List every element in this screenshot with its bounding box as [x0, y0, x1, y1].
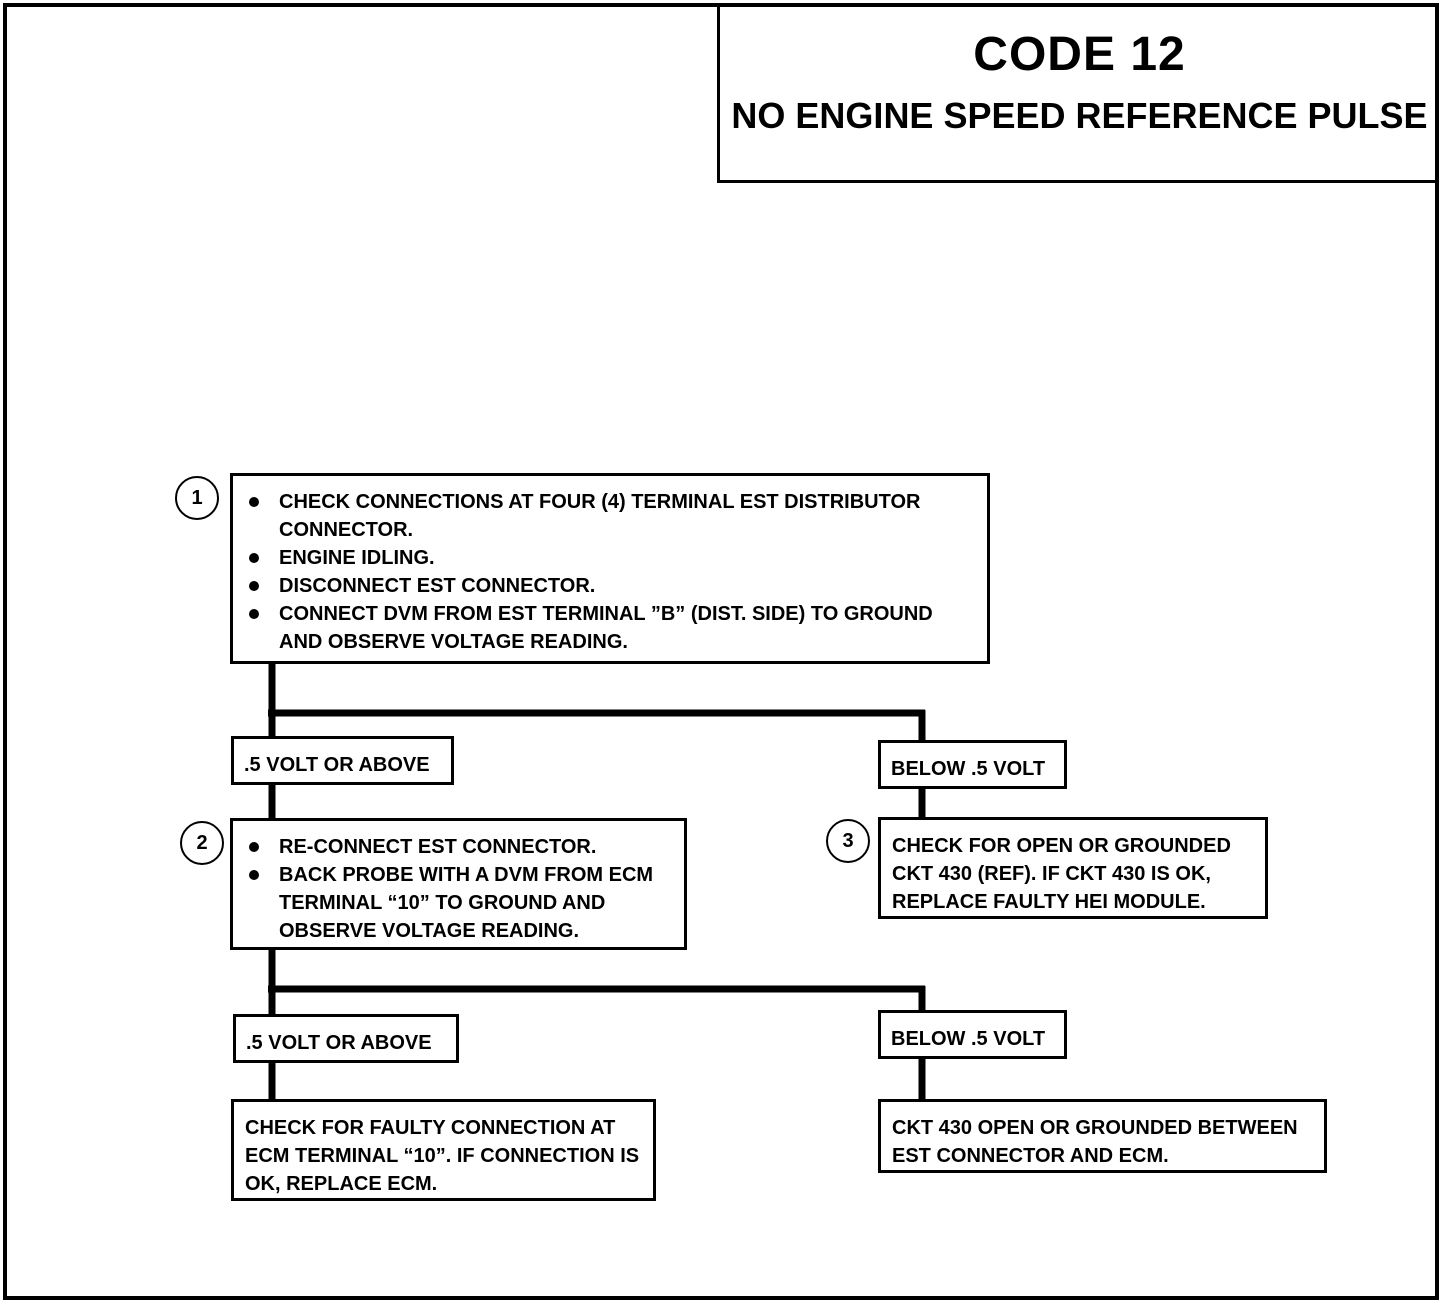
outcome-right-text: CKT 430 OPEN OR GROUNDED BETWEEN EST CON… [892, 1117, 1298, 1167]
step-1-bullet: CONNECT DVM FROM EST TERMINAL ”B” (DIST.… [247, 600, 977, 656]
step-3-text: CHECK FOR OPEN OR GROUNDED CKT 430 (REF)… [892, 835, 1231, 913]
branch-2-left-label: .5 VOLT OR ABOVE [233, 1014, 459, 1063]
step-2-box: RE-CONNECT EST CONNECTOR. BACK PROBE WIT… [230, 818, 687, 950]
step-1-marker: 1 [175, 476, 219, 520]
title-block: CODE 12 NO ENGINE SPEED REFERENCE PULSE [717, 3, 1439, 183]
step-1-bullet: DISCONNECT EST CONNECTOR. [247, 572, 977, 600]
step-3-marker: 3 [826, 819, 870, 863]
outcome-left-text: CHECK FOR FAULTY CONNECTION AT ECM TERMI… [245, 1117, 640, 1195]
step-2-bullet: RE-CONNECT EST CONNECTOR. [247, 833, 674, 861]
step-2-bullet: BACK PROBE WITH A DVM FROM ECM TERMINAL … [247, 861, 674, 945]
branch-1-right-label: BELOW .5 VOLT [878, 740, 1067, 789]
branch-1-left-label: .5 VOLT OR ABOVE [231, 736, 454, 785]
code-title: CODE 12 [973, 28, 1186, 81]
page-frame [3, 3, 1439, 1300]
code-subtitle: NO ENGINE SPEED REFERENCE PULSE [731, 95, 1428, 136]
branch-2-right-label: BELOW .5 VOLT [878, 1010, 1067, 1059]
step-1-bullet: ENGINE IDLING. [247, 544, 977, 572]
step-1-bullet: CHECK CONNECTIONS AT FOUR (4) TERMINAL E… [247, 488, 977, 544]
outcome-right-box: CKT 430 OPEN OR GROUNDED BETWEEN EST CON… [878, 1099, 1327, 1173]
step-3-box: CHECK FOR OPEN OR GROUNDED CKT 430 (REF)… [878, 817, 1268, 919]
step-2-marker: 2 [180, 821, 224, 865]
step-1-box: CHECK CONNECTIONS AT FOUR (4) TERMINAL E… [230, 473, 990, 664]
outcome-left-box: CHECK FOR FAULTY CONNECTION AT ECM TERMI… [231, 1099, 656, 1201]
